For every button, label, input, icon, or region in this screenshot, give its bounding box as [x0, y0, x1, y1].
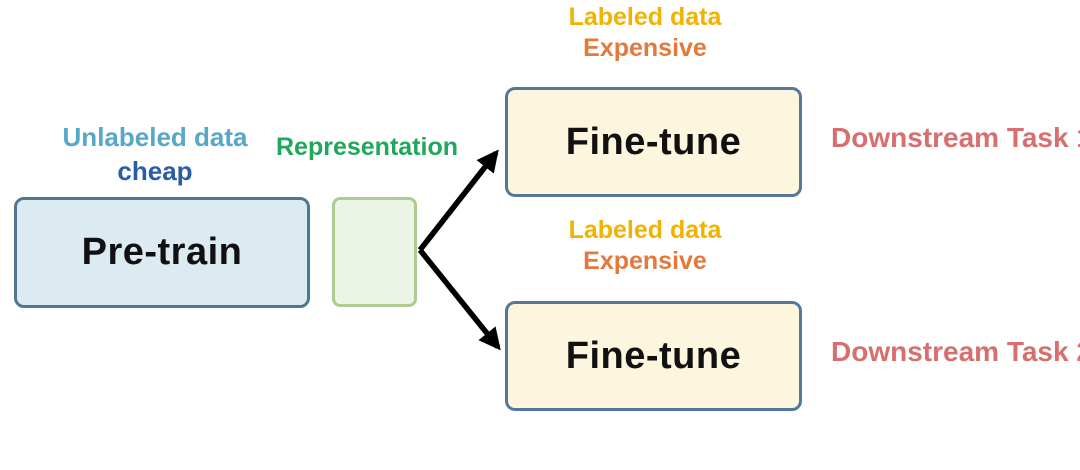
downstream-task-1-label: Downstream Task 1	[831, 122, 1080, 153]
arrow-to-finetune-2	[417, 248, 501, 351]
unlabeled-data-text: Unlabeled data	[62, 122, 248, 152]
expensive-text: Expensive	[583, 33, 707, 62]
finetune-box-2: Fine-tune	[505, 301, 802, 411]
cheap-text: cheap	[117, 155, 193, 186]
labeled-data-caption-top: Labeled data Expensive	[495, 2, 795, 63]
expensive-text: Expensive	[583, 246, 707, 275]
representation-box	[332, 197, 417, 307]
representation-caption: Representation	[276, 133, 458, 161]
arrow-to-finetune-1	[417, 149, 499, 252]
labeled-data-caption-mid: Labeled data Expensive	[495, 215, 795, 276]
finetune-box-1: Fine-tune	[505, 87, 802, 197]
labeled-data-text: Labeled data	[568, 216, 722, 244]
downstream-task-2-label: Downstream Task 2	[831, 336, 1080, 367]
labeled-data-text: Labeled data	[568, 3, 722, 31]
unlabeled-data-caption: Unlabeled data cheap	[5, 121, 305, 189]
pretrain-box: Pre-train	[14, 197, 310, 308]
